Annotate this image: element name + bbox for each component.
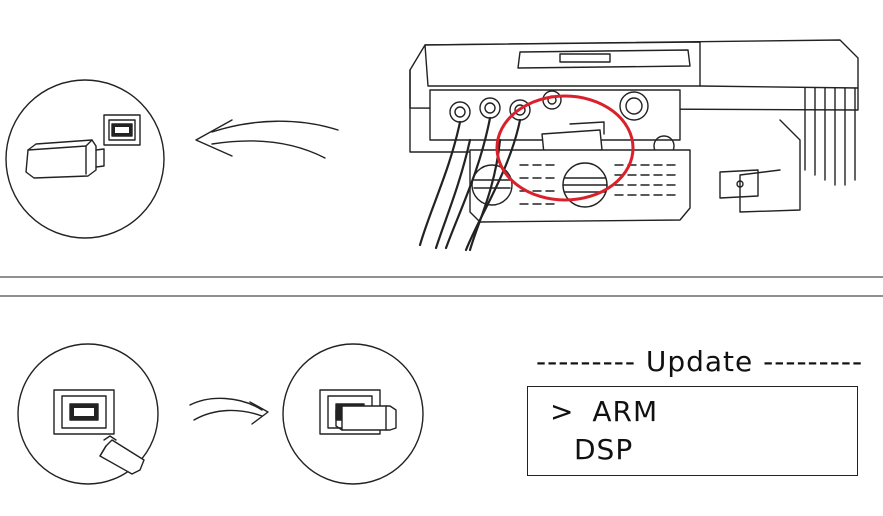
cables [418,116,522,252]
curved-arrow-icon [189,397,269,425]
usb-port-icon [103,114,141,146]
zoom-circle-port-unplugged [17,343,159,485]
inverter-icon [409,39,859,252]
zoom-circle-port-plugged [282,343,424,485]
update-menu-title: --------- Update --------- [536,345,864,378]
usb-port-icon [53,389,115,435]
curved-arrow-icon [195,119,339,159]
menu-item-label: DSP [574,433,634,466]
zoom-circle-dongle-port [5,79,165,239]
usb-dongle-icon [99,435,145,475]
usb-dongle-icon [335,405,397,431]
highlight-ellipse [495,94,635,202]
cooling-fins [739,87,856,213]
usb-dongle-icon [25,139,105,179]
menu-item-dsp[interactable]: DSP [574,433,633,466]
menu-item-label: ARM [592,395,659,428]
menu-item-arm[interactable]: > ARM [550,395,658,428]
selector-chevron-icon: > [550,395,575,428]
update-menu-screen: > ARM DSP [527,386,858,476]
